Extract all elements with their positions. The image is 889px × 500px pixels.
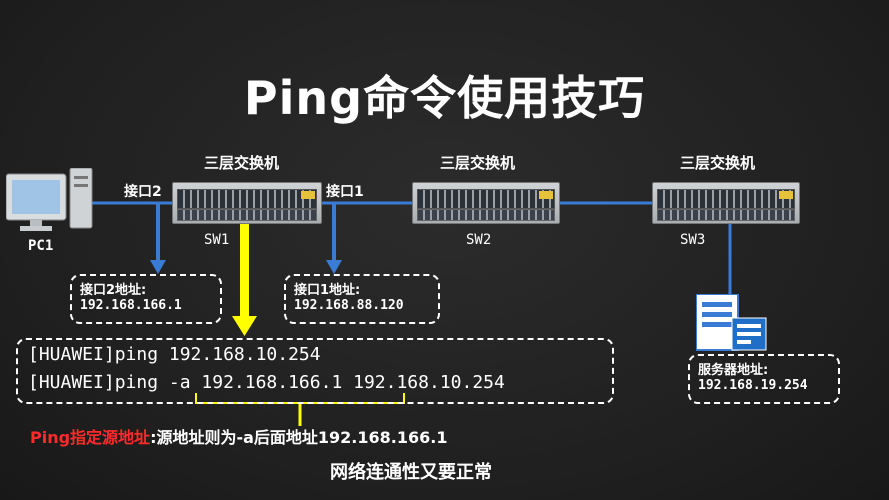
- interface2-label: 接口2: [124, 184, 162, 200]
- pc-icon: [6, 168, 93, 231]
- explanation-detail: :源地址则为-a后面地址192.168.166.1: [150, 428, 448, 447]
- if2-arrow-head: [150, 260, 166, 274]
- yellow-arrow-head: [232, 316, 257, 336]
- interface2-address-ip: 192.168.166.1: [80, 298, 182, 313]
- if1-arrow-head: [326, 260, 342, 274]
- command-1-prompt: [HUAWEI]: [28, 344, 115, 365]
- command-box: [16, 338, 614, 404]
- server-address-box: 服务器地址: 192.168.19.254: [688, 354, 840, 404]
- interface1-label: 接口1: [326, 184, 364, 200]
- sw1-name: SW1: [204, 232, 230, 248]
- explanation-highlight: Ping指定源地址: [30, 428, 151, 447]
- sw3-device: [652, 182, 800, 224]
- sw2-name: SW2: [466, 232, 492, 248]
- server-address-title: 服务器地址:: [698, 363, 769, 378]
- interface2-address-title: 接口2地址:: [80, 283, 147, 298]
- interface1-address-ip: 192.168.88.120: [294, 298, 404, 313]
- explanation-line-1: Ping指定源地址:源地址则为-a后面地址192.168.166.1: [30, 424, 447, 448]
- explanation-line-2: 网络连通性又要正常: [330, 462, 492, 483]
- sw1-device: [172, 182, 322, 224]
- sw3-role-label: 三层交换机: [680, 154, 756, 172]
- command-2-source-option: -a 192.168.166.1: [168, 372, 343, 393]
- interface2-address-box: 接口2地址: 192.168.166.1: [70, 274, 222, 324]
- command-2-prefix: ping: [114, 372, 169, 393]
- yellow-arrow-shaft: [240, 224, 249, 320]
- command-2-prompt: [HUAWEI]: [28, 372, 115, 393]
- pc1-label: PC1: [28, 238, 54, 254]
- command-line-1: [HUAWEI]ping 192.168.10.254: [28, 344, 321, 365]
- sw1-role-label: 三层交换机: [204, 154, 280, 172]
- command-line-2: [HUAWEI]ping -a 192.168.166.1 192.168.10…: [28, 372, 505, 393]
- server-icon: [696, 294, 767, 351]
- sw3-name: SW3: [680, 232, 706, 248]
- interface1-address-title: 接口1地址:: [294, 283, 361, 298]
- page-title: Ping命令使用技巧: [243, 71, 646, 125]
- sw2-role-label: 三层交换机: [440, 154, 516, 172]
- sw2-device: [412, 182, 560, 224]
- command-1-text: ping 192.168.10.254: [114, 344, 321, 365]
- command-2-target: 192.168.10.254: [342, 372, 505, 393]
- interface1-address-box: 接口1地址: 192.168.88.120: [284, 274, 440, 324]
- server-address-ip: 192.168.19.254: [698, 378, 808, 393]
